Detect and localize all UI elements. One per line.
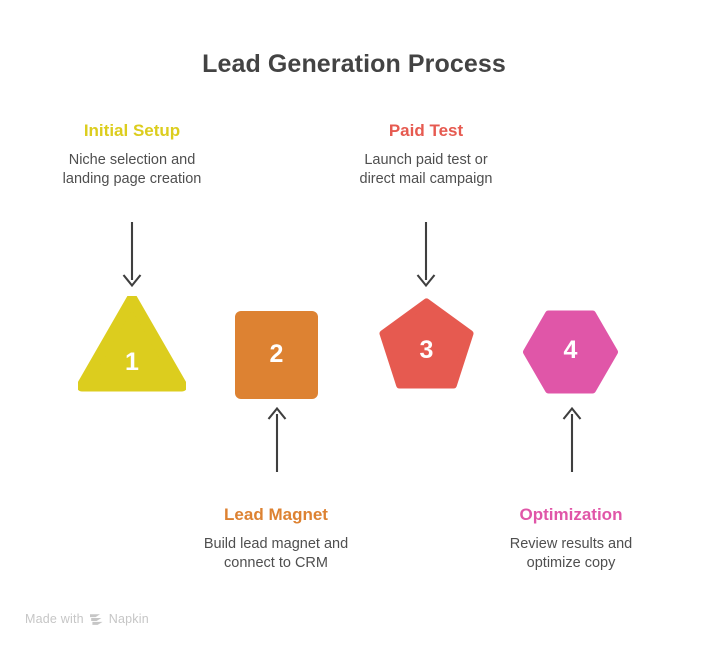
step-4-shape-hexagon: 4 (521, 310, 620, 394)
step-3-text-block: Paid Test Launch paid test or direct mai… (326, 120, 526, 189)
step-3-number: 3 (419, 336, 434, 364)
step-1-description: Niche selection and landing page creatio… (62, 152, 202, 187)
watermark-prefix: Made with (25, 612, 84, 626)
step-4-number: 4 (563, 336, 578, 364)
arrow-up-step-2-icon (256, 406, 298, 477)
step-1-text-block: Initial Setup Niche selection and landin… (32, 120, 232, 189)
step-2-shape-square: 2 (235, 311, 318, 399)
step-2-description: Build lead magnet and connect to CRM (203, 536, 349, 571)
step-3-shape-pentagon: 3 (378, 298, 475, 392)
step-2-text-block: Lead Magnet Build lead magnet and connec… (176, 504, 376, 573)
watermark: Made with Napkin (25, 612, 149, 626)
arrow-down-step-1-icon (111, 222, 153, 293)
page-title: Lead Generation Process (202, 50, 506, 78)
step-3-description: Launch paid test or direct mail campaign (359, 152, 493, 187)
step-4-heading: Optimization (519, 505, 623, 524)
arrow-up-step-4-icon (551, 406, 593, 477)
step-2-heading: Lead Magnet (224, 505, 328, 524)
step-4-text-block: Optimization Review results and optimize… (471, 504, 671, 573)
step-1-number: 1 (125, 348, 139, 376)
step-1-shape-triangle: 1 (78, 296, 186, 392)
step-3-heading: Paid Test (388, 121, 464, 140)
arrow-down-step-3-icon (405, 222, 447, 293)
step-4-description: Review results and optimize copy (509, 536, 633, 571)
step-2-number: 2 (269, 340, 284, 368)
watermark-brand: Napkin (108, 612, 149, 626)
step-1-heading: Initial Setup (83, 121, 181, 140)
napkin-logo-icon (89, 614, 103, 625)
